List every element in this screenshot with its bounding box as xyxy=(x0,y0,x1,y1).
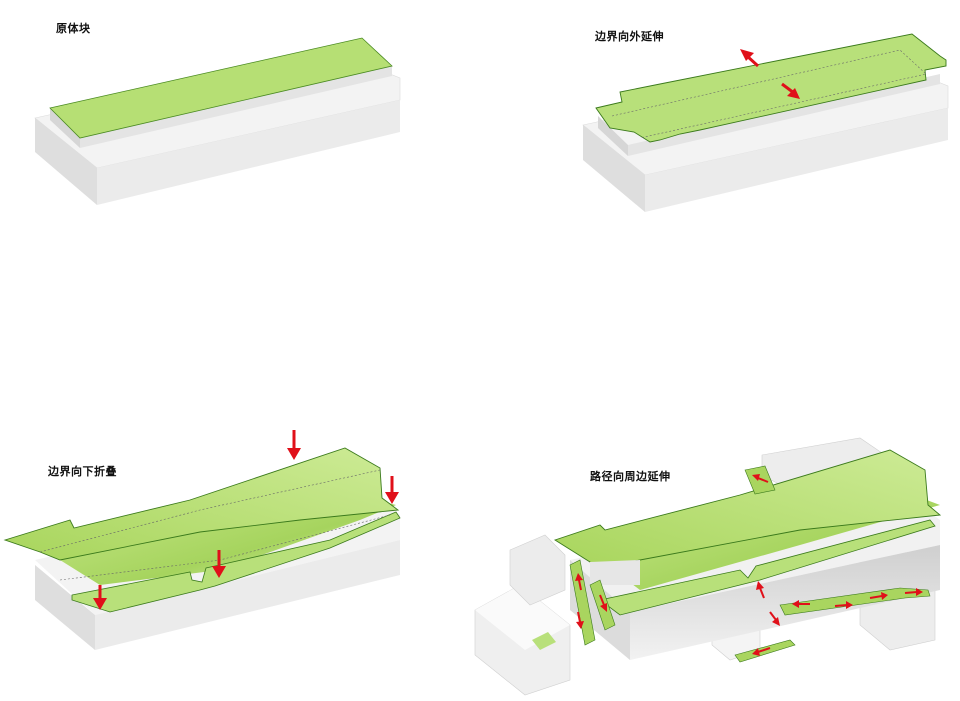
arrow-fold-down-1 xyxy=(287,430,301,460)
upper-block-front xyxy=(50,108,80,148)
panel-original-mass xyxy=(34,37,401,205)
panel-boundary-extend xyxy=(582,33,949,212)
panel-boundary-fold xyxy=(3,430,401,650)
arrow-outward-up xyxy=(740,49,760,68)
arrow-path-center xyxy=(756,581,765,599)
arrow-path-left-ramp xyxy=(599,594,607,612)
base-block-front xyxy=(35,565,95,650)
arrow-fold-down-4 xyxy=(93,585,107,610)
path-bridge-right xyxy=(779,587,931,616)
arrow-path-mid xyxy=(769,611,780,626)
arrow-path-back xyxy=(752,474,769,483)
green-roof-extended xyxy=(595,33,947,143)
arrow-path-bridge-3 xyxy=(869,592,888,600)
panel-path-extend xyxy=(474,437,942,696)
base-block-side xyxy=(645,108,948,212)
panel-label-boundary-extend: 边界向外延伸 xyxy=(595,30,664,43)
arrow-path-left-up xyxy=(575,573,583,591)
arrow-fold-down-2 xyxy=(385,476,399,504)
base-block-front xyxy=(35,118,97,205)
surrounding-building-mid xyxy=(509,534,566,606)
arrow-path-bridge-2 xyxy=(834,601,853,609)
arrow-path-bridge-1 xyxy=(792,600,810,608)
green-lower-plate xyxy=(599,519,936,616)
arrow-path-front xyxy=(752,647,771,656)
base-block-front xyxy=(583,125,645,212)
original-outline-dashed xyxy=(611,49,927,139)
panel-label-boundary-fold: 边界向下折叠 xyxy=(48,465,117,478)
panel-label-path-extend: 路径向周边延伸 xyxy=(590,470,671,483)
path-down-front xyxy=(734,639,796,663)
arrow-path-left-down xyxy=(576,611,584,629)
panel-label-original-mass: 原体块 xyxy=(56,22,91,35)
arrow-path-bridge-4 xyxy=(904,588,923,596)
arrow-fold-down-3 xyxy=(212,550,226,578)
base-block-side xyxy=(630,545,940,660)
green-upper-plate xyxy=(3,447,400,561)
path-top-back xyxy=(744,465,776,495)
upper-block-front xyxy=(598,116,628,156)
arrow-outward-down xyxy=(781,82,800,99)
green-roof xyxy=(49,37,393,139)
fold-outline-dashed xyxy=(39,469,381,553)
courtyard-green xyxy=(532,632,556,650)
upper-block-side xyxy=(80,66,392,148)
base-block-side xyxy=(95,540,400,650)
base-block-side xyxy=(97,100,400,205)
upper-block-front xyxy=(590,560,640,585)
green-lower-plate xyxy=(71,511,401,613)
